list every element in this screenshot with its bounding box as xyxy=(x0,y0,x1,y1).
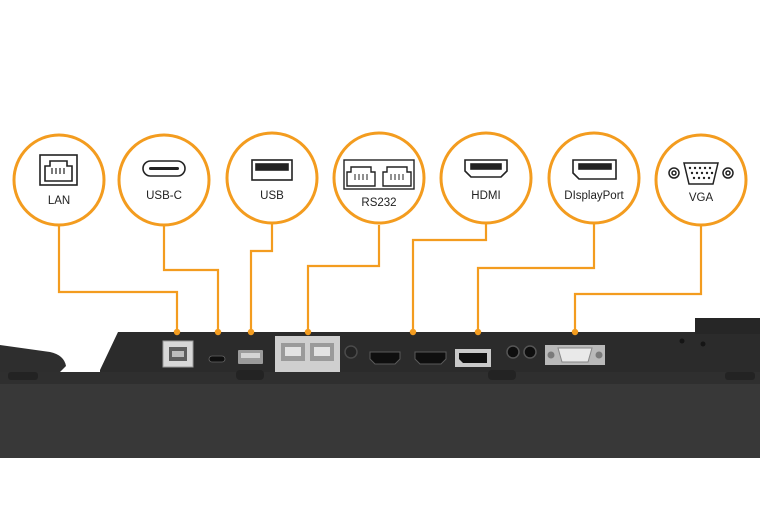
left-stand xyxy=(0,345,66,372)
label-hdmi: HDMI xyxy=(471,190,500,202)
monitor-panel xyxy=(0,372,760,458)
line-usb xyxy=(249,224,274,332)
label-usb: USB xyxy=(260,190,284,202)
lan-port xyxy=(162,340,194,368)
line-rs232 xyxy=(306,225,381,332)
vga-icon xyxy=(668,162,734,185)
line-hdmi xyxy=(411,224,488,332)
label-displayport: DIsplayPort xyxy=(564,190,624,202)
callout-rs232: RS232 xyxy=(332,131,426,225)
label-vga: VGA xyxy=(689,192,714,204)
callout-usbc: USB-C xyxy=(117,133,211,227)
connector-dots xyxy=(173,328,579,336)
displayport-port xyxy=(455,349,491,367)
usb-c-port xyxy=(208,355,226,363)
label-lan: LAN xyxy=(48,195,70,207)
label-usbc: USB-C xyxy=(146,190,182,202)
line-usbc xyxy=(162,226,220,332)
callout-hdmi: HDMI xyxy=(439,131,533,225)
connector-lines xyxy=(57,224,703,332)
rs232-icon xyxy=(343,159,415,190)
label-rs232: RS232 xyxy=(361,197,396,209)
vga-port xyxy=(545,345,605,365)
line-displayport xyxy=(476,224,596,332)
line-vga xyxy=(573,225,703,332)
hdmi-port-2 xyxy=(414,351,447,365)
hdmi-icon xyxy=(464,159,508,178)
usb-a-port xyxy=(238,350,263,364)
callout-usb: USB xyxy=(225,131,319,225)
usb-a-icon xyxy=(251,159,293,181)
usb-c-icon xyxy=(142,160,186,177)
hdmi-port-1 xyxy=(369,351,401,365)
ethernet-icon xyxy=(39,154,78,186)
device-body xyxy=(0,318,760,458)
physical-ports xyxy=(162,336,605,372)
displayport-icon xyxy=(572,159,617,180)
callout-vga: VGA xyxy=(654,133,748,227)
callouts: LAN USB-C USB xyxy=(12,131,748,227)
audio-jack-1 xyxy=(506,345,520,359)
callout-lan: LAN xyxy=(12,133,106,227)
line-lan xyxy=(57,226,179,332)
rs232-port xyxy=(275,336,358,372)
audio-jack-2 xyxy=(523,345,537,359)
callout-displayport: DIsplayPort xyxy=(547,131,641,225)
